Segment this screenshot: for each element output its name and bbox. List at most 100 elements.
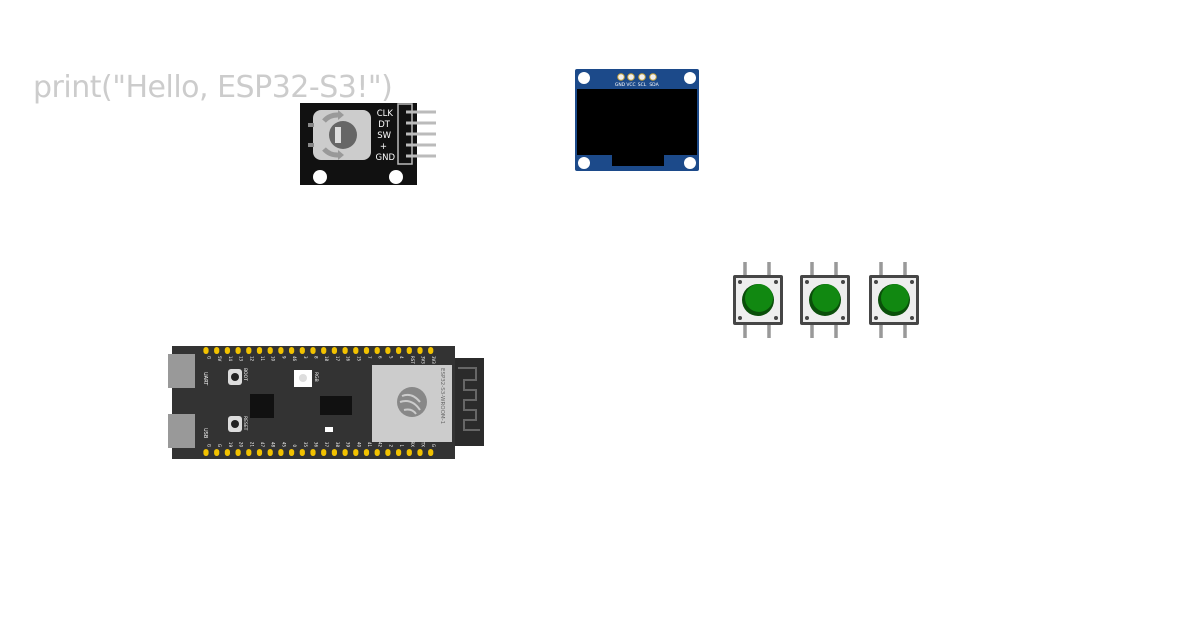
esp32-pin[interactable]: [235, 347, 241, 354]
esp32-pin-label: RX: [410, 441, 415, 447]
esp32-pin[interactable]: [363, 449, 370, 456]
esp32-pin-label: 36: [314, 442, 319, 448]
esp32-antenna: [452, 358, 484, 446]
button-cap[interactable]: [812, 284, 840, 312]
esp32-pin-label: 35: [303, 442, 308, 448]
esp32-pin-label: 10: [271, 356, 276, 362]
esp32-pin[interactable]: [256, 347, 263, 354]
esp32-pin-label: 3V3: [431, 356, 436, 364]
esp32-pin[interactable]: [428, 347, 434, 354]
rgb-label: RGB: [313, 372, 319, 382]
esp32-pin[interactable]: [214, 347, 220, 354]
esp32-pin[interactable]: [353, 449, 359, 456]
esp32-pin[interactable]: [310, 449, 316, 456]
esp32-pin[interactable]: [342, 347, 348, 354]
encoder-pin-label: CLK: [377, 109, 394, 119]
pushbutton-2[interactable]: [797, 260, 853, 340]
esp32-pin[interactable]: [374, 449, 380, 456]
esp32-pin-label: 48: [271, 442, 276, 448]
button-cap[interactable]: [745, 284, 773, 312]
oled-pins: [617, 73, 657, 81]
esp32-pin[interactable]: [289, 449, 295, 456]
esp32-pin-label: 0: [292, 444, 297, 447]
boot-label: BOOT: [242, 368, 248, 381]
esp32-pin[interactable]: [406, 347, 412, 354]
esp32-pin[interactable]: [299, 449, 305, 456]
esp32-pin-label: 18: [324, 356, 329, 362]
esp32-pin[interactable]: [331, 449, 337, 456]
esp32-pin-label: G: [431, 444, 436, 447]
esp32-pin-label: G: [207, 356, 212, 359]
button-cap[interactable]: [881, 284, 909, 312]
esp32-pin[interactable]: [224, 347, 230, 354]
esp32-pin-label: 6: [378, 356, 383, 359]
esp32-pin[interactable]: [235, 449, 241, 456]
esp32-pin[interactable]: [299, 347, 305, 354]
esp32-pin[interactable]: [428, 449, 434, 456]
esp32-pin[interactable]: [246, 449, 252, 456]
esp32-pin-label: 7: [367, 356, 372, 359]
code-text: print("Hello, ESP32-S3!"): [33, 70, 393, 105]
esp32-pin[interactable]: [396, 347, 402, 354]
esp32-pin[interactable]: [385, 449, 391, 456]
usb-port[interactable]: [168, 414, 195, 448]
esp32-pin[interactable]: [342, 449, 348, 456]
esp32-pin-label: 39: [346, 442, 351, 448]
esp32-pin[interactable]: [278, 347, 284, 354]
esp32-pin-label: 9: [281, 356, 286, 359]
esp32-pin-label: 8: [314, 356, 319, 359]
esp32-pin-label: 5: [388, 356, 393, 359]
esp32-pin[interactable]: [363, 347, 370, 354]
usb-bridge-chip: [250, 394, 274, 418]
esp32-pin[interactable]: [331, 347, 337, 354]
esp32-pin[interactable]: [214, 449, 220, 456]
rotary-encoder[interactable]: CLK DT SW + GND: [298, 101, 440, 187]
esp32-pin[interactable]: [267, 449, 273, 456]
esp32-pin[interactable]: [203, 449, 209, 456]
oled-pin-label: GND: [615, 82, 626, 88]
esp32-pin-label: 4: [399, 356, 404, 359]
esp32-pin[interactable]: [267, 347, 273, 354]
esp32-pin[interactable]: [406, 449, 412, 456]
esp32-pin-label: 3: [303, 356, 308, 359]
esp32-pin-label: 47: [260, 442, 265, 448]
esp32-pin-label: 13: [239, 356, 244, 362]
esp32-pin-label: 11: [260, 356, 265, 362]
esp32-pin-label: G: [217, 444, 222, 447]
esp32-pin-label: G: [207, 444, 212, 447]
esp32-pin-label: 46: [292, 356, 297, 362]
encoder-pin-label: SW: [377, 131, 391, 141]
esp32-pin[interactable]: [417, 347, 423, 354]
mounting-hole: [684, 72, 696, 84]
esp32-pin[interactable]: [321, 347, 327, 354]
encoder-knob[interactable]: [329, 121, 357, 149]
oled-pin-label: VCC: [626, 82, 635, 88]
oled-display[interactable]: GND VCC SCL SDA: [574, 68, 700, 172]
uart-port[interactable]: [168, 354, 195, 388]
esp32-pin-label: 45: [281, 442, 286, 448]
regulator-chip: [320, 396, 352, 415]
esp32-pin[interactable]: [396, 449, 402, 456]
pushbutton-3[interactable]: [866, 260, 922, 340]
esp32-pin[interactable]: [321, 449, 327, 456]
esp32-pin[interactable]: [310, 347, 316, 354]
esp32-pin[interactable]: [203, 347, 209, 354]
mounting-hole: [684, 157, 696, 169]
esp32-pin[interactable]: [278, 449, 284, 456]
esp32-pin[interactable]: [353, 347, 359, 354]
esp32-pin[interactable]: [417, 449, 423, 456]
esp32-pin[interactable]: [246, 347, 252, 354]
esp32-pin-label: RST: [410, 356, 415, 364]
esp32-pin[interactable]: [224, 449, 230, 456]
encoder-pin-label: DT: [378, 120, 391, 130]
esp32-pin[interactable]: [374, 347, 380, 354]
esp32-pin[interactable]: [289, 347, 295, 354]
esp32-pin[interactable]: [256, 449, 263, 456]
module-label: ESP32-S3-WROOM-1: [439, 368, 445, 424]
pushbutton-1[interactable]: [730, 260, 786, 340]
esp32-pin-label: 42: [378, 442, 383, 448]
esp32-pin[interactable]: [385, 347, 391, 354]
esp32-s3-devkit[interactable]: UART USB BOOT RESET RGB ESP32-S3-WROOM-1…: [166, 344, 486, 462]
